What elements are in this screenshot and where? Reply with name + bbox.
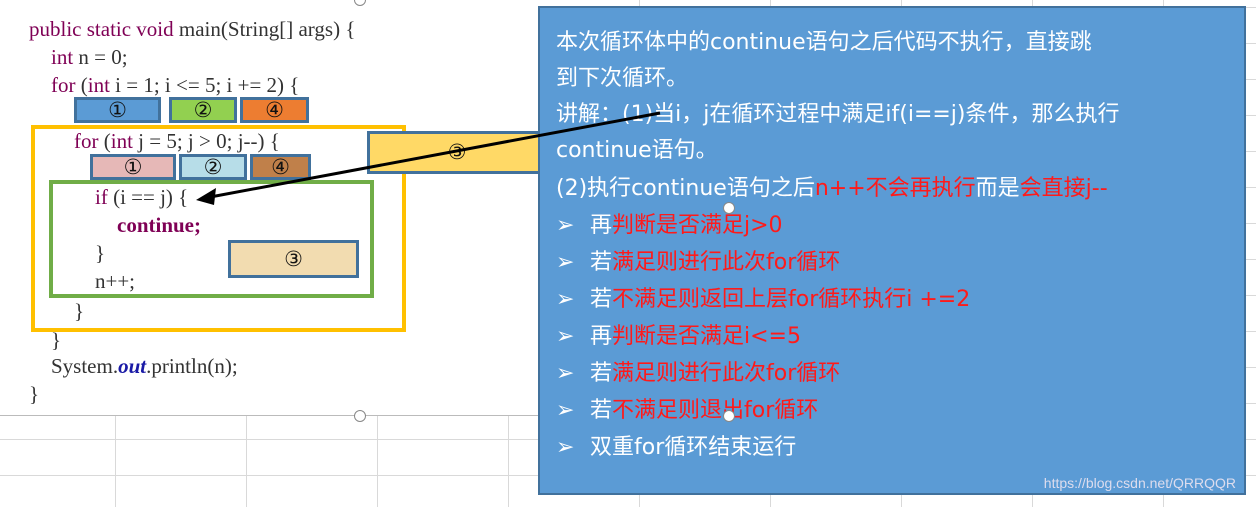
keyword: for: [74, 129, 104, 153]
text-segment: 若: [590, 250, 613, 275]
text-segment: 若: [590, 287, 613, 312]
text-segment: continue语句。: [556, 138, 718, 163]
bullet-item: ➢ 若不满足则退出for循环: [556, 392, 818, 424]
arrow-bullet-icon: ➢: [556, 361, 575, 386]
code-text: .println(n);: [146, 354, 238, 378]
watermark: https://blog.csdn.net/QRRQQR: [1043, 475, 1236, 491]
outer-tag-condition: ②: [169, 97, 237, 123]
arrow-bullet-icon: ➢: [556, 435, 575, 460]
keyword: int: [110, 129, 139, 153]
highlighted-text: 判断是否满足j>0: [612, 213, 783, 238]
text-segment: 再: [590, 213, 613, 238]
text-line: (2)执行continue语句之后n++不会再执行而是会直接j--: [556, 170, 1108, 202]
code-text: System.: [51, 354, 119, 378]
out-field: out: [118, 354, 147, 378]
bullet-item: ➢ 再判断是否满足j>0: [556, 207, 783, 239]
highlighted-text: 满足则进行此次for循环: [612, 250, 841, 275]
body-tag: ③: [228, 240, 359, 278]
resize-handle[interactable]: [723, 202, 735, 214]
keyword: int: [51, 45, 79, 69]
code-line: for (int j = 5; j > 0; j--) {: [74, 131, 280, 152]
arrow-bullet-icon: ➢: [556, 287, 575, 312]
keyword: int: [87, 73, 116, 97]
text-segment: 而是: [975, 176, 1020, 201]
text-segment: 本次循环体中的continue语句之后代码不执行，直接跳: [556, 30, 1092, 55]
code-text: (: [103, 129, 111, 153]
highlighted-text: 不满足则返回上层for循环执行i +=2: [612, 287, 971, 312]
keyword: for: [51, 73, 81, 97]
code-text: n = 0;: [78, 45, 128, 69]
highlighted-text: n++不会再执行: [814, 176, 976, 201]
code-line: }: [29, 382, 40, 406]
text-segment: 再: [590, 324, 613, 349]
arrowhead-icon: [196, 188, 216, 205]
resize-handle[interactable]: [723, 410, 735, 422]
arrow-bullet-icon: ➢: [556, 324, 575, 349]
callout-tag: ③: [367, 131, 547, 174]
bullet-item: ➢ 再判断是否满足i<=5: [556, 318, 801, 350]
highlighted-text: 判断是否满足i<=5: [612, 324, 801, 349]
explanation-textbox[interactable]: 本次循环体中的continue语句之后代码不执行，直接跳到下次循环。讲解：(1)…: [538, 6, 1246, 495]
bullet-item: ➢ 双重for循环结束运行: [556, 429, 796, 461]
text-line: continue语句。: [556, 132, 718, 164]
code-line: }: [95, 241, 106, 265]
highlighted-text: 不满足则退出for循环: [612, 398, 819, 423]
bullet-item: ➢ 若满足则进行此次for循环: [556, 355, 840, 387]
code-text: j = 5; j > 0; j--) {: [138, 129, 280, 153]
resize-handle[interactable]: [354, 410, 366, 422]
code-text: (: [80, 73, 88, 97]
bullet-item: ➢ 若满足则进行此次for循环: [556, 244, 840, 276]
code-text: i = 1; i <= 5; i += 2) {: [115, 73, 300, 97]
code-line: int n = 0;: [51, 47, 128, 68]
code-image[interactable]: public static void main(String[] args) {…: [0, 0, 547, 416]
continue-statement: continue;: [117, 213, 201, 237]
loop-body-frame: [49, 180, 374, 298]
arrow-bullet-icon: ➢: [556, 250, 575, 275]
bullet-item: ➢ 若不满足则返回上层for循环执行i +=2: [556, 281, 970, 313]
code-line: n++;: [95, 269, 136, 293]
arrow-bullet-icon: ➢: [556, 398, 575, 423]
arrow-bullet-icon: ➢: [556, 213, 575, 238]
text-line: 本次循环体中的continue语句之后代码不执行，直接跳: [556, 24, 1092, 56]
outer-tag-update: ④: [240, 97, 309, 123]
inner-tag-condition: ②: [179, 154, 247, 180]
code-text: (i == j) {: [113, 185, 189, 209]
highlighted-text: 满足则进行此次for循环: [612, 361, 841, 386]
arrow-line: [204, 111, 661, 200]
code-line: for (int i = 1; i <= 5; i += 2) {: [51, 75, 299, 96]
code-text: main(String[] args) {: [178, 17, 356, 41]
inner-loop-frame: [31, 125, 406, 332]
outer-tag-init: ①: [74, 97, 161, 123]
keyword: if: [95, 185, 114, 209]
keyword: public static void: [29, 17, 179, 41]
text-segment: 到下次循环。: [556, 66, 689, 91]
highlighted-text: 会直接j--: [1019, 176, 1108, 201]
inner-tag-update: ④: [250, 154, 311, 180]
code-line: if (i == j) {: [95, 187, 188, 208]
text-segment: (2)执行continue语句之后: [556, 176, 815, 201]
code-line: System.out.println(n);: [51, 356, 238, 377]
text-segment: 若: [590, 361, 613, 386]
code-line: }: [51, 328, 62, 352]
code-line: public static void main(String[] args) {: [29, 19, 355, 40]
text-segment: 若: [590, 398, 613, 423]
text-line: 到下次循环。: [556, 60, 688, 92]
text-segment: 双重for循环结束运行: [590, 435, 797, 460]
code-line: }: [74, 299, 85, 323]
inner-tag-init: ①: [90, 154, 176, 180]
